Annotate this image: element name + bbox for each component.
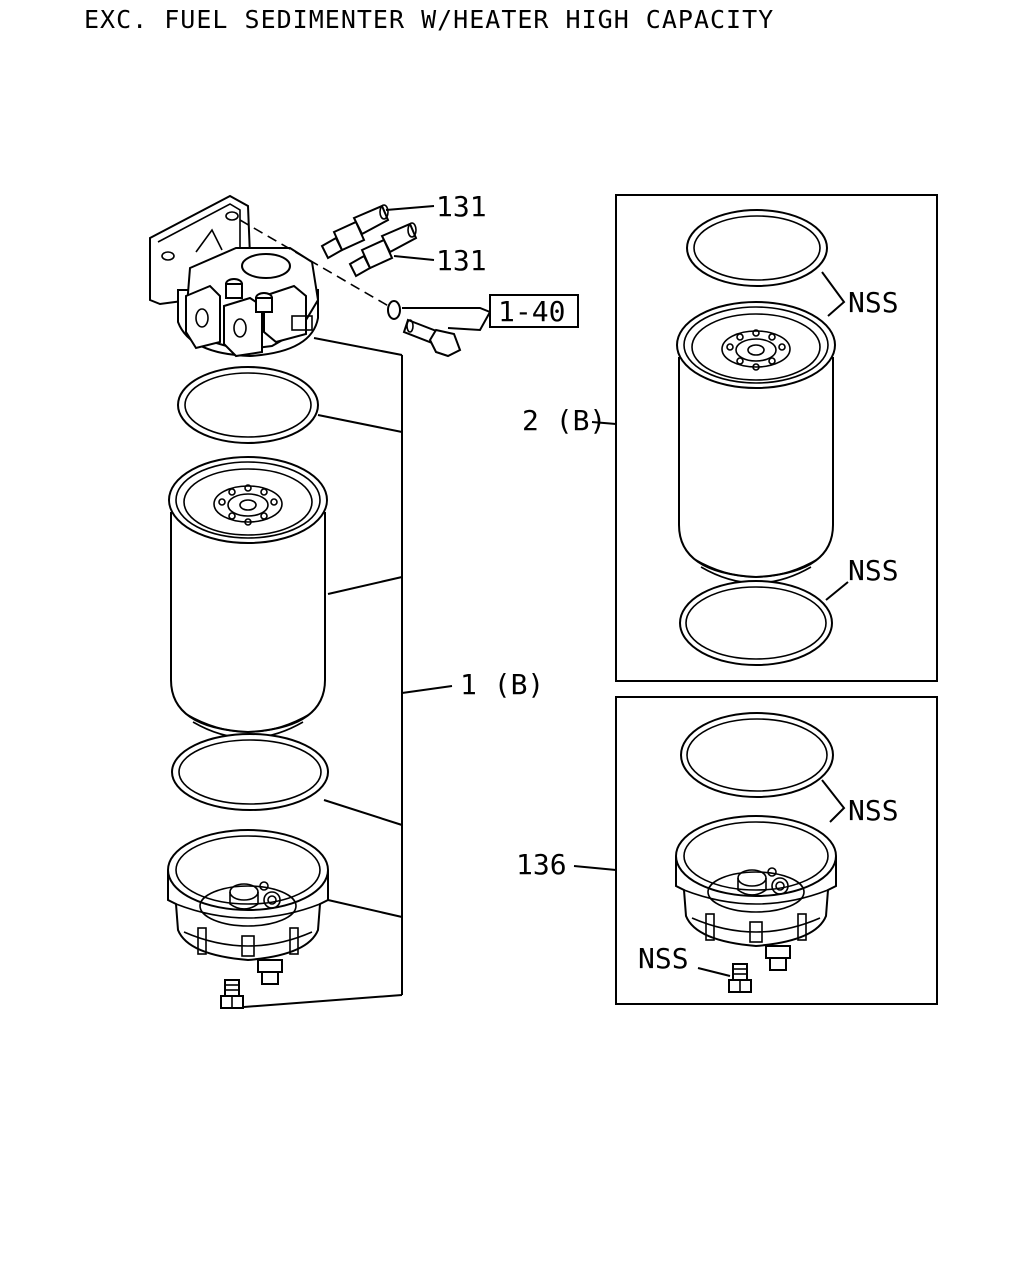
filter-element xyxy=(168,456,328,739)
bowl-kit-box xyxy=(615,696,938,1005)
label-bowl-kit: 136 xyxy=(516,848,567,881)
leader-washer xyxy=(402,307,491,313)
leader-bolt xyxy=(447,311,491,332)
bolt xyxy=(402,318,462,358)
leader-connector-upper xyxy=(385,205,435,211)
leader-nss-element-bottom xyxy=(825,581,849,601)
group-bracket-1b xyxy=(243,337,453,1008)
o-ring-upper xyxy=(177,366,319,444)
kit-filter-element xyxy=(676,301,836,584)
kit-drain-plug xyxy=(728,963,752,993)
washer xyxy=(387,300,401,320)
kit-sediment-bowl xyxy=(675,815,837,971)
label-bolt-ref: 1-40 xyxy=(498,295,565,328)
fuel-connector-lower xyxy=(348,222,418,278)
leader-nss-element-top xyxy=(821,271,846,317)
label-main-assembly: 1 (B) xyxy=(460,668,544,701)
label-nss-element-top: NSS xyxy=(848,286,899,319)
diagram-title: EXC. FUEL SEDIMENTER W/HEATER HIGH CAPAC… xyxy=(84,5,774,34)
kit-o-ring-upper xyxy=(686,209,828,287)
kit-o-ring-lower xyxy=(679,580,833,666)
leader-connector-lower xyxy=(393,255,435,261)
leader-nss-bowl-ring xyxy=(821,779,846,823)
element-kit-box xyxy=(615,194,938,682)
filter-head-bracket xyxy=(149,194,320,358)
o-ring-lower xyxy=(171,733,329,811)
label-element-kit: 2 (B) xyxy=(522,404,606,437)
leader-element-kit xyxy=(591,421,617,425)
label-nss-element-bottom: NSS xyxy=(848,554,899,587)
leader-bowl-kit xyxy=(573,865,617,871)
drain-plug xyxy=(220,979,244,1009)
assembly-axis-line xyxy=(239,219,393,309)
fuel-connector-upper xyxy=(320,204,390,260)
sediment-bowl xyxy=(167,829,329,985)
label-nss-bowl-ring: NSS xyxy=(848,794,899,827)
label-nss-drain-plug: NSS xyxy=(638,942,689,975)
label-connector-upper: 131 xyxy=(436,190,487,223)
leader-nss-drain-plug xyxy=(697,967,731,977)
label-connector-lower: 131 xyxy=(436,244,487,277)
kit-bowl-o-ring xyxy=(680,712,834,798)
